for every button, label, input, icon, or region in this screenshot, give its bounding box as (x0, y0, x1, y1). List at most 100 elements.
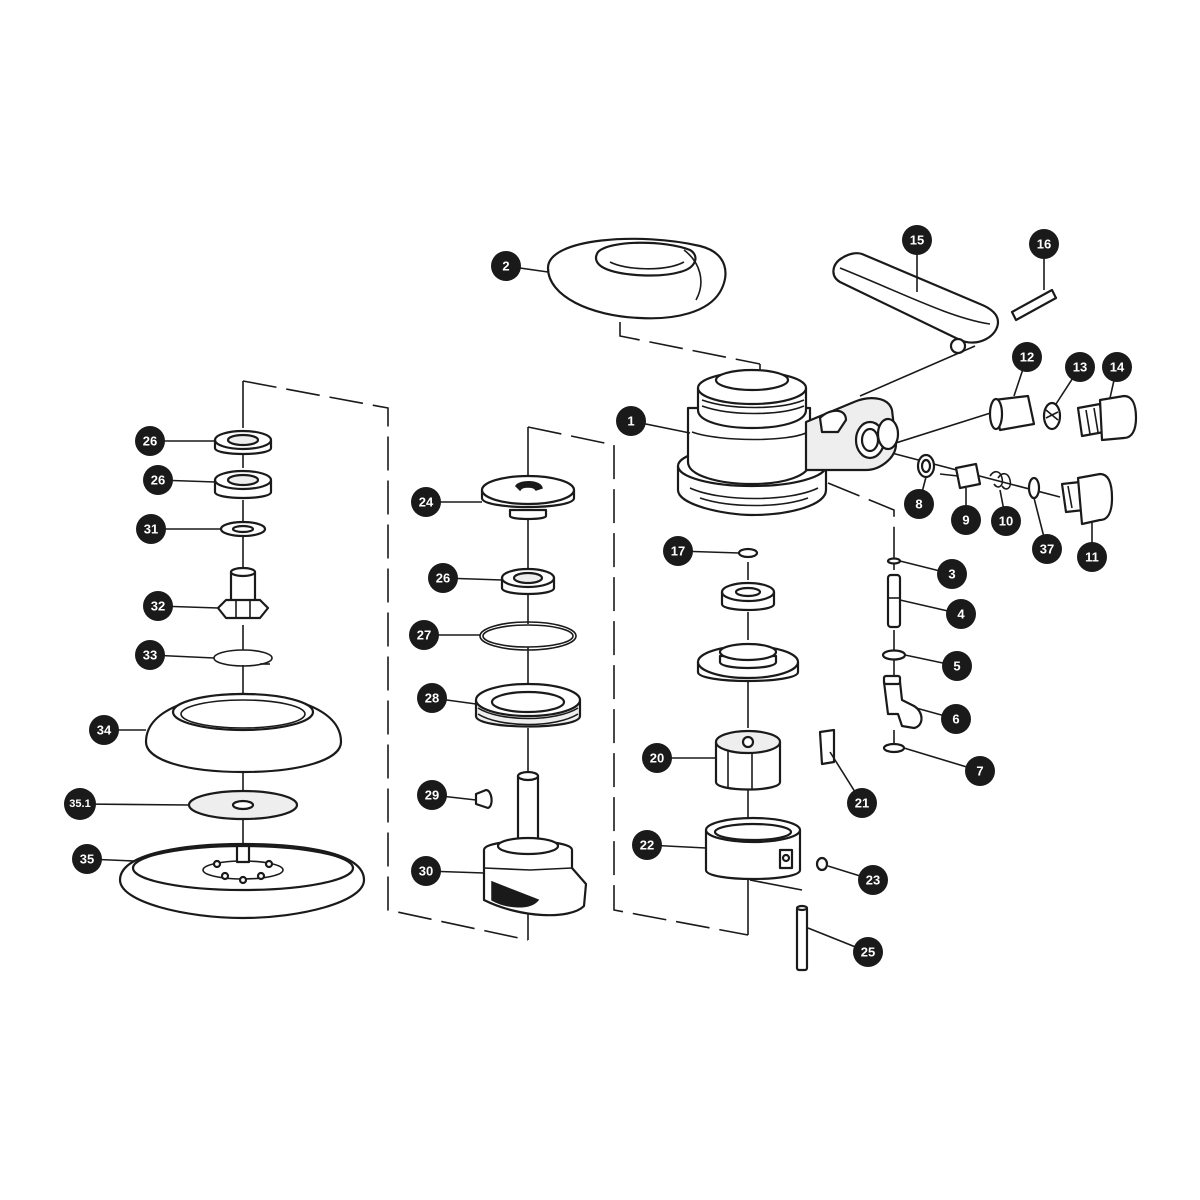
callout-label: 26 (436, 571, 450, 586)
callout-label: 2 (502, 259, 509, 274)
callout-label: 20 (650, 751, 664, 766)
callout-label: 10 (999, 514, 1013, 529)
callout-6: 6 (941, 704, 971, 734)
part-25-pin (795, 904, 809, 972)
callout-20: 20 (642, 743, 672, 773)
part-33-snap-ring (213, 649, 273, 667)
callout-label: 17 (671, 544, 685, 559)
callout-label: 23 (866, 873, 880, 888)
callout-label: 14 (1110, 360, 1125, 375)
part-11-inlet-fitting (1060, 472, 1114, 526)
callout-label: 34 (97, 723, 112, 738)
callout-label: 6 (952, 712, 959, 727)
callout-32: 32 (143, 591, 173, 621)
callout-label: 35 (80, 852, 94, 867)
part-4-valve-stem (886, 573, 902, 629)
part-1-housing (676, 368, 900, 517)
callout-label: 29 (425, 788, 439, 803)
part-32-hex-nut-shaft (216, 566, 270, 620)
part-37-o-ring (1027, 476, 1041, 500)
part-22-cylinder (704, 816, 802, 881)
callout-label: 9 (962, 513, 969, 528)
callout-label: 28 (425, 691, 439, 706)
part-10-spring (989, 470, 1012, 490)
callout-26-top: 26 (135, 426, 165, 456)
callout-34: 34 (89, 715, 119, 745)
part-28-lock-ring (474, 682, 582, 728)
left-bearing-26a (213, 429, 273, 456)
callout-label: 37 (1040, 542, 1054, 557)
callout-label: 31 (144, 522, 158, 537)
callout-label: 8 (915, 497, 922, 512)
part-31-washer (219, 520, 267, 538)
right-bearing (720, 581, 776, 612)
part-27-o-ring (479, 621, 577, 651)
part-8-washer (916, 453, 936, 479)
callout-4: 4 (946, 599, 976, 629)
callout-5: 5 (942, 651, 972, 681)
callout-14: 14 (1102, 352, 1132, 382)
part-34-shroud (144, 692, 343, 774)
callout-15: 15 (902, 225, 932, 255)
callout-7: 7 (965, 756, 995, 786)
part-15-lever (832, 252, 1000, 355)
callout-label: 35.1 (69, 798, 90, 810)
callout-label: 16 (1037, 237, 1051, 252)
callout-23: 23 (858, 865, 888, 895)
callout-label: 3 (948, 567, 955, 582)
part-5-o-ring (881, 649, 907, 661)
callout-17: 17 (663, 536, 693, 566)
part-21-rotor-blade (818, 728, 836, 766)
callout-label: 22 (640, 838, 654, 853)
callout-label: 32 (151, 599, 165, 614)
callout-label: 4 (957, 607, 965, 622)
callout-label: 15 (910, 233, 924, 248)
callout-3: 3 (937, 559, 967, 589)
callout-25: 25 (853, 937, 883, 967)
callout-8: 8 (904, 489, 934, 519)
callout-label: 26 (143, 434, 157, 449)
callout-28: 28 (417, 683, 447, 713)
part-35-sanding-pad (118, 842, 366, 920)
part-29-balance-weight (474, 788, 493, 810)
callout-label: 25 (861, 945, 875, 960)
callout-31: 31 (136, 514, 166, 544)
part-12-muffler (988, 394, 1036, 432)
callout-35-1: 35.1 (64, 788, 96, 820)
callout-13: 13 (1065, 352, 1095, 382)
part-30-spindle (482, 770, 588, 917)
callout-26-middle: 26 (428, 563, 458, 593)
callout-label: 13 (1073, 360, 1087, 375)
callout-label: 1 (627, 414, 634, 429)
callout-label: 30 (419, 864, 433, 879)
callout-16: 16 (1029, 229, 1059, 259)
part-14-exhaust-fitting (1076, 394, 1138, 442)
part-3-o-ring (886, 557, 902, 565)
callout-label: 33 (143, 648, 157, 663)
callout-label: 5 (953, 659, 960, 674)
callout-label: 27 (417, 628, 431, 643)
callout-11: 11 (1077, 542, 1107, 572)
callout-1: 1 (616, 406, 646, 436)
part-16-lever-pin (1010, 288, 1058, 322)
part-6-valve-body (882, 674, 923, 730)
part-24-bearing-plate (480, 474, 576, 521)
callout-21: 21 (847, 788, 877, 818)
cylinder-plate (696, 642, 800, 683)
callout-35: 35 (72, 844, 102, 874)
callout-label: 26 (151, 473, 165, 488)
callout-27: 27 (409, 620, 439, 650)
part-23-o-ring (815, 856, 829, 872)
callout-30: 30 (411, 856, 441, 886)
callout-24: 24 (411, 487, 441, 517)
callout-33: 33 (135, 640, 165, 670)
part-17-retaining-ring (737, 547, 759, 559)
callout-10: 10 (991, 506, 1021, 536)
callout-9: 9 (951, 505, 981, 535)
part-20-rotor (714, 729, 782, 791)
part-13-filter-screen (1042, 401, 1062, 431)
assembly-guide-lines (242, 322, 895, 941)
callout-2: 2 (491, 251, 521, 281)
callout-12: 12 (1012, 342, 1042, 372)
